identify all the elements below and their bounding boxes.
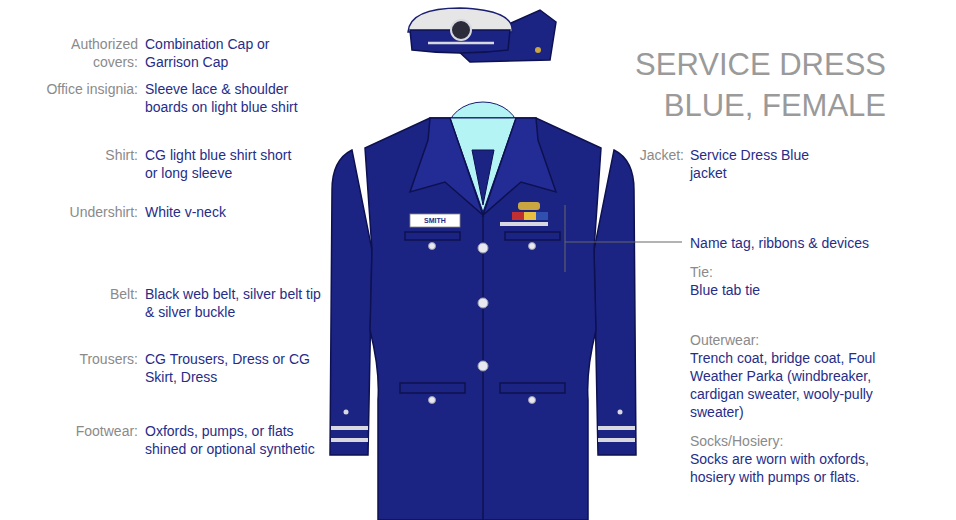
diagram-title: SERVICE DRESS BLUE, FEMALE xyxy=(606,44,886,126)
field-value: Trench coat, bridge coat, Foul Weather P… xyxy=(690,349,905,421)
sleeve-star xyxy=(344,410,349,415)
left-sleeve xyxy=(330,150,372,455)
name-tag xyxy=(410,214,460,227)
cap-badge xyxy=(451,20,471,40)
pocket-flaps xyxy=(400,232,565,393)
field-label: Shirt: xyxy=(20,146,138,164)
field-label: Socks/Hosiery: xyxy=(690,432,890,450)
field-label: Outerwear: xyxy=(690,331,890,349)
cap-device xyxy=(535,47,541,53)
field-label: Undershirt: xyxy=(20,203,138,221)
left-lapel xyxy=(410,118,483,215)
field-label: Footwear: xyxy=(20,422,138,440)
field-value: Oxfords, pumps, or flats shined or optio… xyxy=(145,422,320,458)
sleeve-lace xyxy=(331,428,635,440)
field-label: Tie: xyxy=(690,263,890,281)
chin-strap xyxy=(428,42,494,45)
field-value: Socks are worn with oxfords, hosiery wit… xyxy=(690,450,895,486)
field-value: Sleeve lace & shoulder boards on light b… xyxy=(145,80,320,116)
field-value: Service Dress Blue jacket xyxy=(690,146,825,182)
right-lapel xyxy=(483,118,556,215)
field-value: CG Trousers, Dress or CG Skirt, Dress xyxy=(145,350,315,386)
field-label: Trousers: xyxy=(20,350,138,368)
field-label: Authorized covers: xyxy=(58,35,138,71)
field-value: Combination Cap or Garrison Cap xyxy=(145,35,295,71)
callout-label: Name tag, ribbons & devices xyxy=(690,234,930,252)
field-label: Belt: xyxy=(20,285,138,303)
jacket-body xyxy=(365,118,601,520)
field-value: CG light blue shirt short or long sleeve xyxy=(145,146,305,182)
field-value: White v-neck xyxy=(145,203,315,221)
ribbons xyxy=(500,212,548,226)
field-value: Black web belt, silver belt tip & silver… xyxy=(145,285,325,321)
field-label: Jacket: xyxy=(600,146,684,164)
leader-line xyxy=(565,242,682,243)
field-label: Office insignia: xyxy=(20,80,138,98)
name-tag-text: SMITH xyxy=(411,215,459,226)
sleeve-star xyxy=(618,410,623,415)
leader-line xyxy=(565,205,566,272)
jacket-buttons xyxy=(429,243,536,404)
right-sleeve xyxy=(594,150,636,455)
device xyxy=(518,202,540,210)
field-value: Blue tab tie xyxy=(690,281,890,299)
